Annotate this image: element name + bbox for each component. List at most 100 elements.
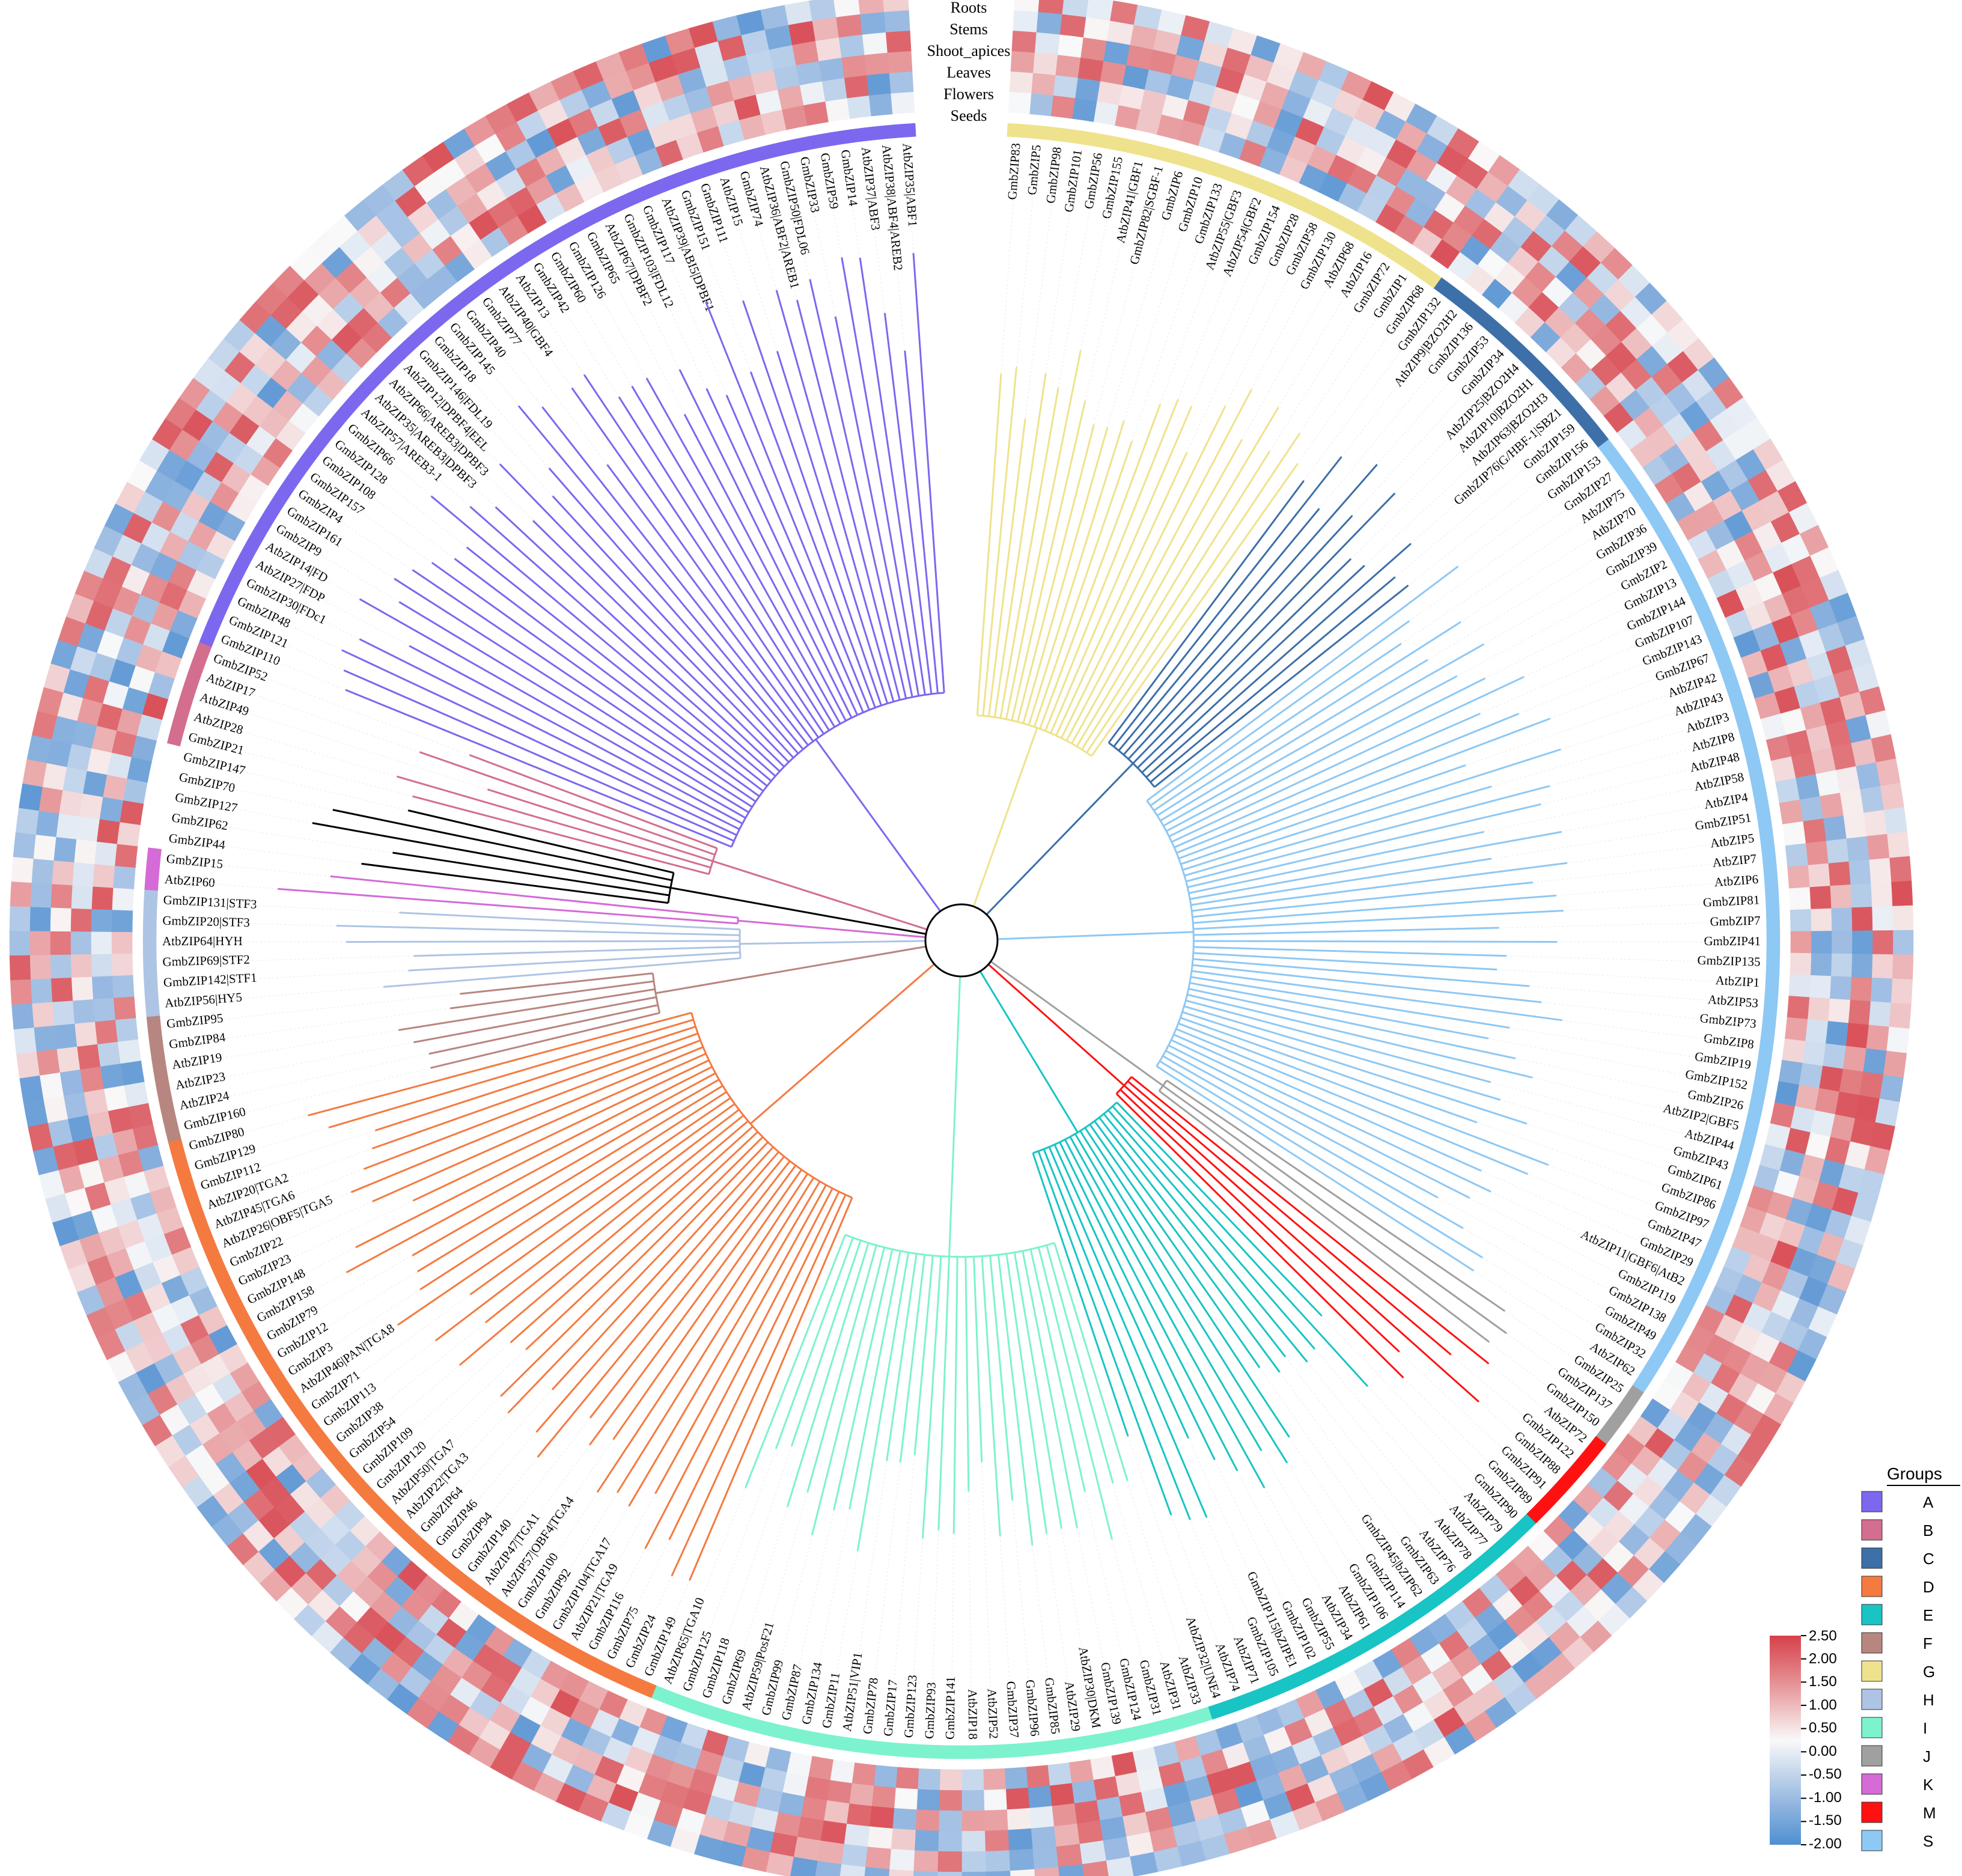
legend-label: F [1923, 1634, 1933, 1652]
legend-label: D [1923, 1578, 1934, 1596]
tip-label: GmbZIP62 [171, 810, 229, 833]
tip-label: AtbZIP52 [985, 1689, 1001, 1740]
legend-item-i: I [1861, 1717, 1927, 1738]
tip-label: GmbZIP15 [166, 851, 224, 871]
tip-label: AtbZIP7 [1712, 851, 1758, 870]
legend-title: Groups [1887, 1464, 1942, 1483]
tip-label: GmbZIP135 [1697, 953, 1761, 969]
legend-label: E [1923, 1606, 1933, 1624]
tip-label: AtbZIP35|ABF1 [900, 142, 920, 227]
tip-label: AtbZIP37|ABF3 [859, 146, 883, 231]
legend-swatch [1861, 1689, 1883, 1710]
tip-label: AtbZIP6 [1714, 872, 1759, 889]
legend-item-s: S [1861, 1830, 1933, 1851]
legend-swatch [1861, 1660, 1883, 1682]
legend-label: S [1923, 1832, 1933, 1850]
legend-swatch [1861, 1717, 1883, 1738]
legend-label: B [1923, 1521, 1933, 1539]
tip-label: AtbZIP64|HYH [162, 934, 243, 948]
tip-label: GmbZIP5 [1025, 144, 1044, 196]
legend-swatch [1861, 1830, 1883, 1851]
tip-label: GmbZIP69|STF2 [162, 952, 250, 969]
legend-label: I [1923, 1719, 1927, 1737]
legend-swatch [1861, 1576, 1883, 1597]
track-label-shoot-apices: Shoot_apices [927, 42, 1011, 59]
tip-label: AtbZIP56|HY5 [164, 990, 243, 1010]
legend-label: K [1923, 1776, 1934, 1794]
legend-item-m: M [1861, 1801, 1936, 1823]
tip-label: GmbZIP8 [1703, 1031, 1755, 1052]
tip-label: GmbZIP51 [1694, 810, 1752, 833]
tip-label: GmbZIP41 [1704, 934, 1761, 948]
legend-swatch [1861, 1547, 1883, 1569]
heatmap-track-labels: Roots Stems Shoot_apices Leaves Flowers … [927, 0, 1011, 124]
tip-label: AtbZIP19 [171, 1050, 223, 1072]
phylogenetic-tree [168, 149, 1755, 1734]
scale-tick-8: -1.50 [1809, 1812, 1842, 1829]
legend-swatch [1861, 1745, 1883, 1767]
legend-swatch [1861, 1491, 1883, 1512]
scale-tick-9: -2.00 [1809, 1836, 1842, 1852]
tip-label: GmbZIP20|STF3 [162, 913, 250, 930]
tip-label: AtbZIP1 [1715, 973, 1760, 990]
legend-item-f: F [1861, 1632, 1933, 1654]
tip-label: AtbZIP5 [1710, 830, 1755, 850]
legend-label: M [1923, 1804, 1936, 1822]
tip-label: GmbZIP84 [168, 1030, 227, 1052]
tip-label: GmbZIP96 [1023, 1679, 1042, 1737]
tip-label: GmbZIP73 [1699, 1011, 1758, 1031]
tip-label: AtbZIP4 [1703, 790, 1749, 812]
legend-item-b: B [1861, 1519, 1933, 1541]
tip-label: AtbZIP23 [174, 1069, 227, 1092]
legend-label: C [1923, 1550, 1934, 1568]
tip-label: GmbZIP44 [168, 830, 226, 852]
tip-label: GmbZIP141 [943, 1677, 958, 1740]
legend-swatch [1861, 1632, 1883, 1654]
legend-item-k: K [1861, 1773, 1934, 1795]
tip-label: AtbZIP29 [1062, 1680, 1083, 1732]
track-label-flowers: Flowers [943, 85, 994, 103]
expression-heatmap-ring [9, 0, 1914, 1876]
tip-label: GmbZIP19 [1694, 1049, 1752, 1072]
legend-swatch [1861, 1773, 1883, 1795]
tip-label: GmbZIP78 [860, 1677, 881, 1735]
legend-item-c: C [1861, 1547, 1934, 1569]
tip-label: GmbZIP7 [1710, 913, 1761, 929]
tip-label: AtbZIP58 [1693, 770, 1745, 794]
legend-item-a: A [1861, 1491, 1934, 1512]
scale-tick-5: 0.00 [1809, 1743, 1837, 1759]
track-label-stems: Stems [949, 20, 988, 38]
tip-label: GmbZIP101 [1061, 148, 1085, 213]
tip-label: GmbZIP131|STF3 [163, 892, 257, 912]
legend-item-j: J [1861, 1745, 1931, 1767]
tip-label: GmbZIP142|STF1 [163, 970, 257, 990]
scale-tick-4: 0.50 [1809, 1720, 1837, 1736]
track-label-seeds: Seeds [951, 107, 987, 124]
legend-label: G [1923, 1663, 1935, 1681]
legend-item-e: E [1861, 1604, 1933, 1625]
legend-label: J [1923, 1747, 1931, 1765]
tip-label: GmbZIP17 [880, 1679, 900, 1737]
scale-tick-6: -0.50 [1809, 1766, 1842, 1782]
legend-label: H [1923, 1691, 1934, 1709]
tip-label: AtbZIP18 [965, 1689, 980, 1740]
scale-tick-3: 1.00 [1809, 1697, 1837, 1713]
legend-swatch [1861, 1801, 1883, 1823]
tip-label: GmbZIP11 [819, 1671, 842, 1729]
track-label-leaves: Leaves [946, 64, 991, 81]
scale-tick-0: 2.50 [1809, 1628, 1837, 1644]
legend-item-g: G [1861, 1660, 1935, 1682]
legend-swatch [1861, 1519, 1883, 1541]
scale-tick-1: 2.00 [1809, 1651, 1837, 1667]
group-color-ring [142, 123, 1781, 1759]
tip-label: GmbZIP93 [922, 1682, 939, 1739]
scale-tick-7: -1.00 [1809, 1789, 1842, 1806]
legend-item-h: H [1861, 1689, 1934, 1710]
tip-label: GmbZIP81 [1702, 892, 1760, 910]
color-scale-bar [1770, 1636, 1801, 1845]
track-label-roots: Roots [951, 0, 987, 16]
scale-tick-2: 1.50 [1809, 1673, 1837, 1690]
